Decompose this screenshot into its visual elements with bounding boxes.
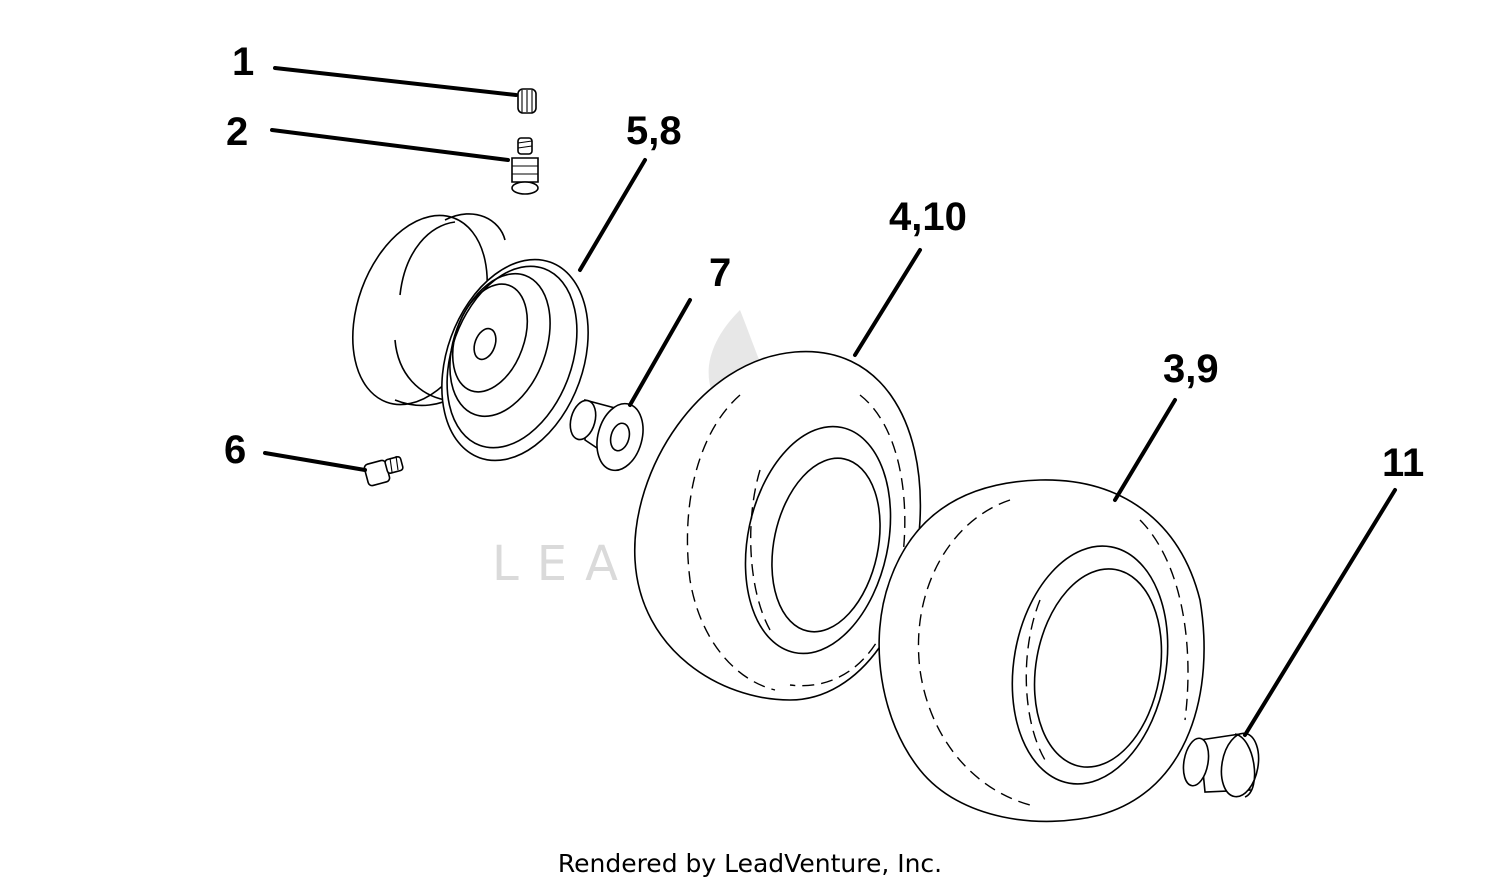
label-part-2: 2 bbox=[226, 110, 248, 154]
leader-line-1 bbox=[273, 66, 518, 97]
part-4-10-front-tire[interactable] bbox=[634, 350, 922, 701]
label-part-7: 7 bbox=[709, 251, 731, 295]
part-1-valve-cap[interactable] bbox=[517, 88, 537, 114]
leader-line-2 bbox=[270, 128, 510, 162]
label-part-4-10: 4,10 bbox=[889, 195, 967, 239]
label-part-1: 1 bbox=[232, 40, 254, 84]
label-part-3-9: 3,9 bbox=[1163, 347, 1219, 391]
part-3-9-rear-tire[interactable] bbox=[878, 479, 1205, 823]
part-6-grease-fitting[interactable] bbox=[363, 455, 404, 487]
leader-line-4-10 bbox=[853, 248, 922, 357]
label-part-11: 11 bbox=[1382, 441, 1424, 485]
part-7-bushing[interactable] bbox=[566, 398, 650, 476]
leader-line-6 bbox=[263, 451, 367, 472]
label-part-6: 6 bbox=[224, 428, 246, 472]
leader-line-7 bbox=[628, 298, 692, 407]
part-11-hub-cap[interactable] bbox=[1180, 730, 1263, 799]
leader-line-3-9 bbox=[1113, 398, 1177, 502]
label-part-5-8: 5,8 bbox=[626, 109, 682, 153]
part-5-8-wheel-rim[interactable] bbox=[328, 197, 614, 481]
leader-line-5-8 bbox=[578, 158, 647, 272]
leader-lines bbox=[263, 66, 1397, 737]
leader-line-11 bbox=[1243, 488, 1397, 737]
footer-credit: Rendered by LeadVenture, Inc. bbox=[558, 849, 942, 878]
part-2-valve-stem[interactable] bbox=[511, 137, 539, 195]
